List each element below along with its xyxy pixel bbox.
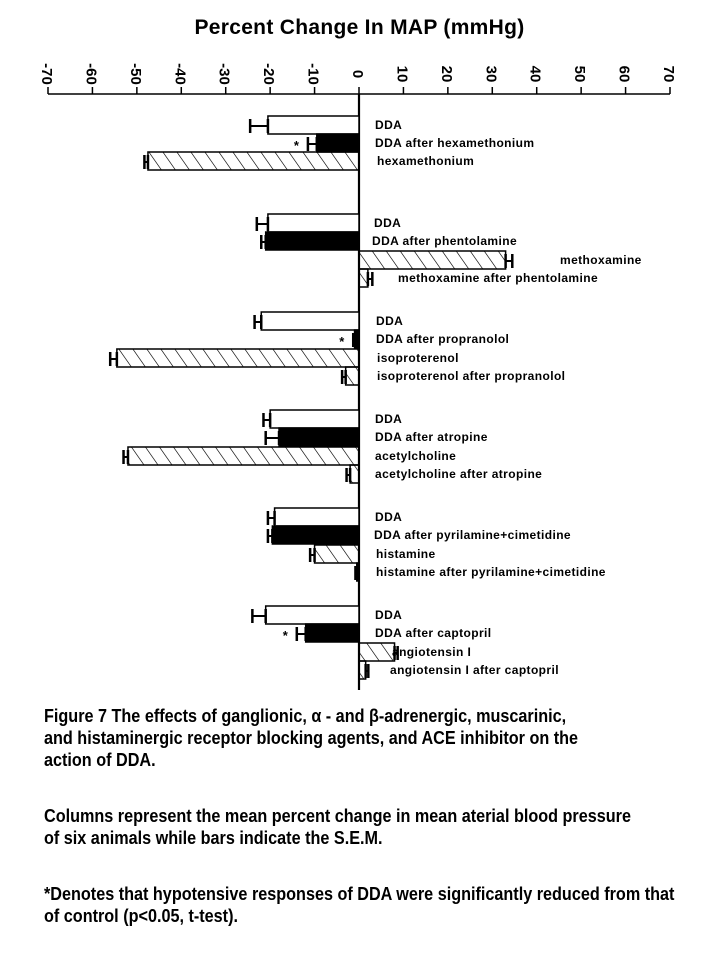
x-tick-label: 40 [527, 66, 544, 83]
x-tick-label: -30 [216, 63, 233, 85]
bar [116, 348, 360, 368]
significance-note: *Denotes that hypotensive responses of D… [44, 883, 674, 927]
bar-label: isoproterenol [377, 351, 459, 365]
bar [271, 525, 360, 545]
x-tick-label: 70 [660, 66, 677, 83]
bar-label: angiotensin I after captopril [390, 663, 559, 677]
bar-label: DDA [375, 118, 402, 132]
bar-label: acetylcholine after atropine [375, 467, 542, 481]
x-axis: -70 -60 -50 -40 -30 -20 -10 0 10 20 30 40 50 60 70 [38, 63, 677, 690]
x-tick-label: -70 [38, 63, 55, 85]
bar-label: DDA after pyrilamine+cimetidine [374, 528, 571, 542]
bar [260, 311, 360, 331]
x-tick-label: 60 [616, 66, 633, 83]
bar-label: DDA after captopril [375, 626, 492, 640]
bar-label: hexamethonium [377, 154, 474, 168]
bar-label: DDA [375, 608, 402, 622]
bar [304, 623, 360, 643]
bar [267, 213, 360, 233]
bar [264, 231, 360, 251]
caption-line: *Denotes that hypotensive responses of D… [44, 884, 675, 904]
bar-label: DDA [375, 510, 402, 524]
bar-label: DDA [376, 314, 403, 328]
bar [349, 464, 360, 484]
bar-label: methoxamine [560, 253, 642, 267]
caption-line: Columns represent the mean percent chang… [44, 806, 631, 826]
bar-label: DDA after hexamethonium [375, 136, 534, 150]
x-tick-label: 0 [349, 70, 366, 78]
bar [127, 446, 360, 466]
x-tick-label: -20 [260, 63, 277, 85]
bar-label: DDA after atropine [375, 430, 488, 444]
bar-label: histamine [376, 547, 436, 561]
x-tick-label: -50 [127, 63, 144, 85]
bar [267, 115, 360, 135]
bar-label: acetylcholine [375, 449, 456, 463]
caption-line: of six animals while bars indicate the S… [44, 828, 383, 848]
significance-marker: * [339, 334, 345, 349]
bar-label: DDA [375, 412, 402, 426]
bar-label: angiotensin I [392, 645, 471, 659]
bar [313, 544, 360, 564]
figure-caption: Figure 7 The effects of ganglionic, α - … [44, 705, 578, 771]
chart-title: Percent Change In MAP (mmHg) [194, 16, 525, 39]
bar-label: methoxamine after phentolamine [398, 271, 598, 285]
bar [358, 268, 369, 288]
significance-marker: * [283, 628, 289, 643]
bar-chart: -70 -60 -50 -40 -30 -20 -10 0 10 20 30 40 50 60 70 DDA… [38, 63, 677, 690]
x-tick-label: 50 [571, 66, 588, 83]
bar-labels: DDA * DDA after hexamethonium hexamethonium… [283, 118, 642, 677]
bar [264, 605, 360, 625]
bar [269, 409, 360, 429]
bar [316, 133, 360, 153]
x-tick-label: 30 [482, 66, 499, 83]
x-tick-label: -60 [82, 63, 99, 85]
bar-label: isoproterenol after propranolol [377, 369, 565, 383]
caption-line: of control (p<0.05, t-test). [44, 906, 238, 926]
x-tick-label: -40 [171, 63, 188, 85]
bar [147, 151, 360, 171]
bar-label: DDA after phentolamine [372, 234, 517, 248]
x-tick-label: 10 [393, 66, 410, 83]
columns-note: Columns represent the mean percent chang… [44, 805, 631, 849]
bar-label: DDA [374, 216, 401, 230]
caption-line: Figure 7 The effects of ganglionic, α - … [44, 706, 567, 726]
bar [344, 366, 360, 386]
x-tick-label: 20 [438, 66, 455, 83]
bar-label: histamine after pyrilamine+cimetidine [376, 565, 606, 579]
caption-line: action of DDA. [44, 750, 156, 770]
bar [278, 427, 360, 447]
significance-marker: * [294, 138, 300, 153]
bar [358, 642, 396, 662]
bar [358, 250, 507, 270]
caption-line: and histaminergic receptor blocking agen… [44, 728, 579, 748]
bar-label: DDA after propranolol [376, 332, 509, 346]
bar [273, 507, 360, 527]
bars [108, 115, 514, 680]
x-tick-label: -10 [305, 63, 322, 85]
